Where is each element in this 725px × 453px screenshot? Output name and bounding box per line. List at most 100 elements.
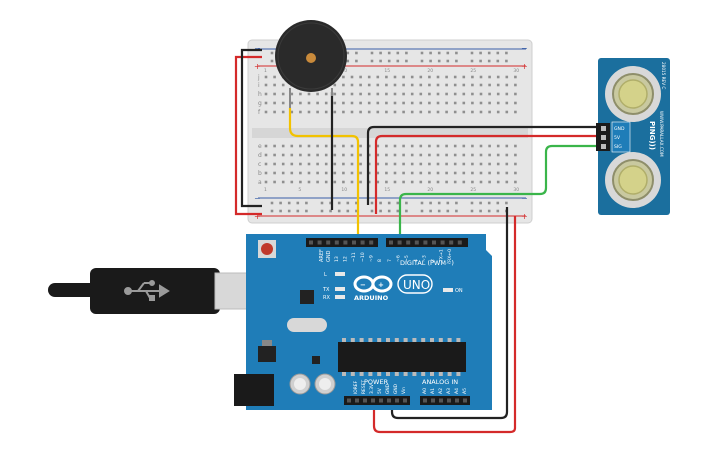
wire-green-sensor-sig[interactable] [398,144,598,240]
wire-red-sensor-5v[interactable] [374,134,598,214]
wires [234,48,598,434]
wire-yellow-buzzer-signal[interactable] [288,108,360,240]
rail-plus-label-top: + [254,62,261,71]
breadboard-holes [264,51,517,213]
column-number: 10 [341,187,347,193]
rail-minus-label-bottom: − [254,194,261,203]
wire-black-sensor-gnd[interactable] [366,125,598,205]
row-letter: c [258,161,261,168]
wire-black-left-rail[interactable] [240,48,262,208]
digital-pin-label: ~9 [368,255,374,262]
row-letter: d [258,152,262,159]
digital-label: DIGITAL (PWM~) [400,259,454,267]
uno-badge-text: UNO [403,278,430,292]
analog-in-label: ANALOG IN [422,378,458,386]
power-pin-label: 3.3V [369,384,375,394]
led-on [443,288,453,292]
transducer-bottom-icon [605,152,661,208]
rail-plus-label-top-right: + [521,62,528,71]
analog-pin-label: A1 [430,388,436,394]
header-top-left [306,238,378,247]
arduino-logo-text: ARDUINO [354,294,389,302]
row-letter: a [258,179,262,186]
power-label: POWER [364,378,389,386]
digital-pin-label: ~5 [404,255,410,262]
small-chip [300,290,314,304]
rail-minus-label-top: − [254,44,261,53]
column-number: 25 [470,187,476,193]
wire-red-left-rail[interactable] [234,55,262,216]
power-pin-label: 5V [377,388,383,394]
sensor-pin-label: 5V [614,135,621,141]
digital-pin-label: 12 [343,256,349,262]
analog-pin-label: A0 [422,388,428,394]
wire-black-gnd-to-arduino[interactable] [390,207,509,420]
transducer-top-icon [605,66,661,122]
piezo-buzzer-icon[interactable] [275,20,347,108]
digital-pin-label: ~11 [351,252,357,262]
gnd-top-label: GND [326,250,332,262]
digital-pin-label: ~6 [396,255,402,262]
header-power [344,396,410,405]
digital-pin-label: 8 [377,259,383,262]
led-on-label: ON [455,288,463,294]
sensor-model: 28015 REV C [661,62,666,89]
digital-pin-label: 2 [430,259,436,262]
aref-label: AREF [319,249,325,262]
digital-pin-label: ~10 [360,252,366,262]
power-pin-label: Vin [401,387,407,394]
row-letter: j [257,74,260,81]
column-number: 15 [384,187,390,193]
digital-pin-label: ~3 [421,255,427,262]
analog-pin-label: A4 [454,388,460,394]
column-number: 25 [470,68,476,74]
rail-plus-label-bottom: + [254,212,261,221]
row-letter: g [258,100,262,107]
column-number: 1 [264,68,267,74]
column-number: 10 [341,68,347,74]
column-number: 5 [298,187,301,193]
column-number: 1 [264,187,267,193]
wire-red-5v-to-arduino[interactable] [372,216,517,434]
power-pin-label: RESET [361,380,367,394]
arduino-infinity-logo-icon [353,275,393,293]
row-letter: f [258,109,261,116]
svg-text:+: + [378,281,384,289]
led-rx [335,295,345,299]
header-analog [420,396,470,405]
digital-pin-label: RX←0 [447,249,453,262]
digital-pin-label: 7 [387,259,393,262]
sensor-pin-label: GND [614,126,625,132]
sensor-brand: WWW.PARALLAX.COM [659,111,664,157]
led-l [335,272,345,276]
power-pin-label: GND [385,383,391,394]
digital-pin-label: 13 [334,256,340,262]
row-letter: i [258,82,260,89]
led-tx-label: TX [322,287,330,293]
column-number: 15 [384,68,390,74]
analog-pin-label: A5 [462,388,468,394]
svg-text:−: − [360,281,366,289]
digital-pin-label: 4 [413,259,419,262]
reset-button[interactable] [261,243,273,255]
led-l-label: L [324,272,327,278]
led-tx [335,287,345,291]
row-letter: b [258,170,262,177]
analog-pin-label: A2 [438,388,444,394]
rail-minus-label-bottom-right: − [521,194,528,203]
analog-pin-label: A3 [446,388,452,394]
digital-pin-label: TX→1 [439,249,445,263]
rail-plus-label-bottom-right: + [521,212,528,221]
power-pin-label: GND [393,383,399,394]
column-number: 30 [513,187,519,193]
usb-cable [48,268,250,314]
dc-power-jack [234,374,274,406]
